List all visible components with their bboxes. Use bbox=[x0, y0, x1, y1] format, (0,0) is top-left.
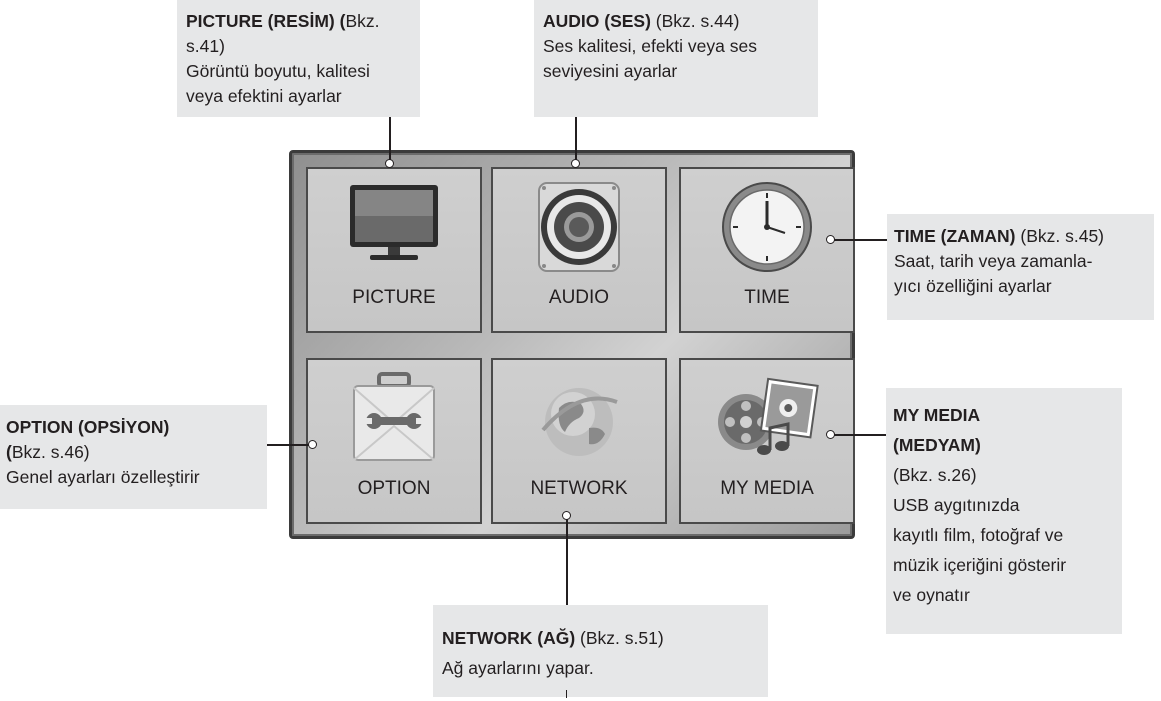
picture-callout: PICTURE (RESİM) (Bkz. s.41) Görüntü boyu… bbox=[177, 0, 420, 117]
option-callout-title: OPTION (OPSİYON) bbox=[6, 417, 170, 437]
toolbox-icon bbox=[308, 368, 480, 472]
time-callout-line1: Saat, tarih veya zamanla- bbox=[894, 251, 1093, 271]
globe-icon bbox=[493, 368, 665, 472]
audio-tile[interactable]: AUDIO bbox=[491, 167, 667, 333]
mymedia-callout-line2: kayıtlı film, fotoğraf ve bbox=[893, 525, 1064, 545]
option-tile-label: OPTION bbox=[357, 478, 431, 499]
time-callout-ref: (Bkz. s.45) bbox=[1015, 226, 1105, 246]
audio-callout-line1: Ses kalitesi, efekti veya ses bbox=[543, 36, 757, 56]
time-callout-title: TIME (ZAMAN) bbox=[894, 226, 1016, 246]
audio-callout-line2: seviyesini ayarlar bbox=[543, 61, 678, 81]
network-connector-tail bbox=[566, 690, 567, 698]
option-callout: OPTION (OPSİYON) (Bkz. s.46) Genel ayarl… bbox=[0, 405, 267, 509]
audio-connector bbox=[575, 117, 577, 164]
mymedia-callout-line4: ve oynatır bbox=[893, 585, 970, 605]
speaker-icon bbox=[493, 177, 665, 281]
picture-callout-title: PICTURE (RESİM) ( bbox=[186, 11, 346, 31]
option-connector-dot bbox=[308, 440, 317, 449]
time-connector-dot bbox=[826, 235, 835, 244]
network-tile-label: NETWORK bbox=[530, 478, 628, 499]
network-callout-line1: Ağ ayarlarını yapar. bbox=[442, 658, 594, 678]
mymedia-tile[interactable]: MY MEDIA bbox=[679, 358, 855, 524]
time-callout: TIME (ZAMAN) (Bkz. s.45) Saat, tarih vey… bbox=[887, 214, 1154, 320]
mymedia-tile-label: MY MEDIA bbox=[720, 478, 814, 499]
time-callout-line2: yıcı özelliğini ayarlar bbox=[894, 276, 1052, 296]
picture-connector-dot bbox=[385, 159, 394, 168]
picture-callout-line1: Görüntü boyutu, kalitesi bbox=[186, 61, 370, 81]
network-connector bbox=[566, 516, 568, 605]
mymedia-callout-title2: (MEDYAM) bbox=[893, 435, 981, 455]
menu-panel: PICTURE AUDIO bbox=[289, 150, 855, 539]
media-icon bbox=[681, 368, 853, 472]
time-connector bbox=[833, 239, 887, 241]
picture-tile-label: PICTURE bbox=[352, 287, 436, 308]
picture-callout-ref: Bkz. s.41) bbox=[186, 11, 380, 56]
mymedia-callout-line1: USB aygıtınızda bbox=[893, 495, 1020, 515]
mymedia-connector-dot bbox=[826, 430, 835, 439]
network-tile[interactable]: NETWORK bbox=[491, 358, 667, 524]
mymedia-callout: MY MEDIA (MEDYAM) (Bkz. s.26) USB aygıtı… bbox=[886, 388, 1122, 634]
option-callout-line1: Genel ayarları özelleştirir bbox=[6, 467, 200, 487]
picture-callout-line2: veya efektini ayarlar bbox=[186, 86, 342, 106]
audio-tile-label: AUDIO bbox=[548, 287, 610, 308]
time-tile-label: TIME bbox=[744, 287, 790, 308]
option-tile[interactable]: OPTION bbox=[306, 358, 482, 524]
clock-icon bbox=[681, 177, 853, 281]
audio-callout-title: AUDIO (SES) bbox=[543, 11, 651, 31]
tv-icon bbox=[308, 177, 480, 281]
time-tile[interactable]: TIME bbox=[679, 167, 855, 333]
mymedia-callout-line3: müzik içeriğini gösterir bbox=[893, 555, 1067, 575]
option-callout-ref-paren: ( bbox=[6, 442, 12, 462]
option-callout-ref: Bkz. s.46) bbox=[11, 442, 90, 462]
audio-connector-dot bbox=[571, 159, 580, 168]
network-callout: NETWORK (AĞ) (Bkz. s.51) Ağ ayarlarını y… bbox=[433, 605, 768, 697]
audio-callout-ref: (Bkz. s.44) bbox=[650, 11, 740, 31]
network-callout-ref: (Bkz. s.51) bbox=[575, 628, 664, 648]
mymedia-callout-title1: MY MEDIA bbox=[893, 405, 981, 425]
picture-connector bbox=[389, 117, 391, 164]
mymedia-callout-ref: (Bkz. s.26) bbox=[893, 465, 977, 485]
network-callout-title: NETWORK (AĞ) bbox=[442, 628, 576, 648]
mymedia-connector bbox=[834, 434, 886, 436]
picture-tile[interactable]: PICTURE bbox=[306, 167, 482, 333]
option-connector bbox=[267, 444, 311, 446]
network-connector-dot bbox=[562, 511, 571, 520]
audio-callout: AUDIO (SES) (Bkz. s.44) Ses kalitesi, ef… bbox=[534, 0, 818, 117]
